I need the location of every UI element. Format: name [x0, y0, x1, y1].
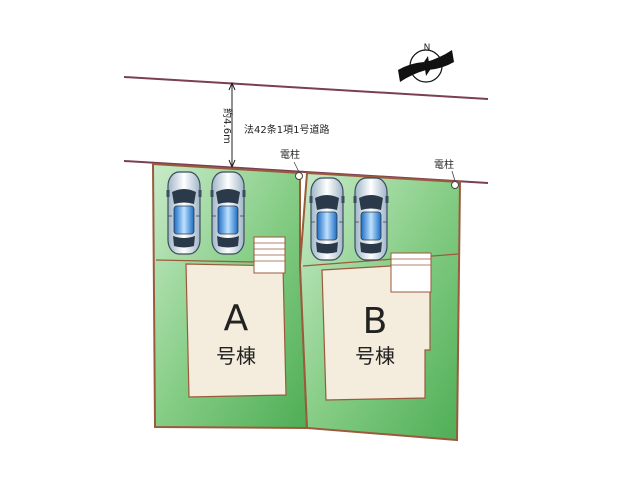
car-b2	[352, 177, 390, 261]
entry-steps-a	[253, 236, 286, 274]
parking-boundary-b	[302, 253, 459, 267]
parking-boundary-a	[155, 259, 255, 263]
building-b-letter: B	[363, 301, 388, 342]
building-a-letter: A	[224, 298, 249, 339]
road-width-label: 約4.6m	[221, 108, 234, 144]
utility-pole-2	[451, 170, 459, 189]
car-a2	[209, 171, 247, 255]
car-a1	[165, 171, 203, 255]
building-a	[185, 263, 287, 398]
road-name-label: 法42条1項1号道路	[244, 123, 329, 136]
compass-label: N	[424, 43, 431, 53]
car-b1	[308, 177, 346, 261]
utility-pole-label-2: 電柱	[434, 158, 454, 171]
utility-pole-label-1: 電柱	[280, 148, 300, 161]
utility-pole-1	[293, 161, 303, 180]
entry-steps-b	[390, 252, 432, 293]
road-width-dimension	[228, 81, 236, 169]
compass-icon	[398, 49, 454, 83]
building-b-suffix: 号棟	[355, 344, 395, 368]
building-a-suffix: 号棟	[216, 344, 256, 368]
road-edge-top	[123, 76, 489, 100]
